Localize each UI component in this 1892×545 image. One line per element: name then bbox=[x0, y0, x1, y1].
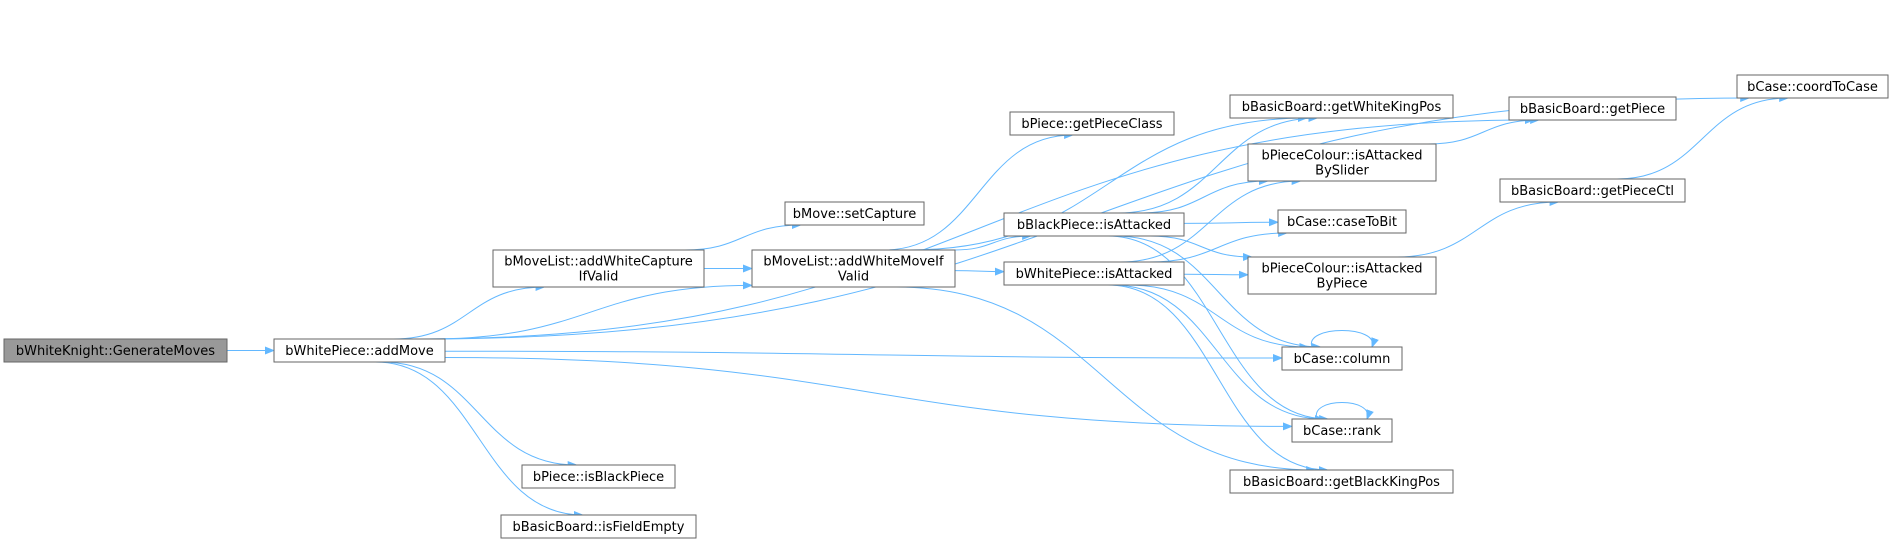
edge-black_is_attacked-to-attacked_by_piece bbox=[1149, 235, 1254, 261]
node-label: bCase::column bbox=[1294, 352, 1391, 367]
node-box bbox=[3, 338, 228, 363]
node-label: bWhitePiece::isAttacked bbox=[1016, 267, 1173, 282]
node-box bbox=[273, 338, 446, 363]
edge-rank-to-rank bbox=[1316, 402, 1374, 420]
edge-black_is_attacked-to-case_to_bit bbox=[1183, 218, 1279, 227]
node-label: bPiece::getPieceClass bbox=[1021, 117, 1162, 132]
node-label: bMoveList::addWhiteCapture bbox=[504, 255, 693, 270]
node-get-piece-class[interactable]: bPiece::getPieceClass bbox=[1009, 111, 1175, 136]
node-box bbox=[1003, 261, 1185, 286]
node-get-piece-ctl[interactable]: bBasicBoard::getPieceCtl bbox=[1499, 178, 1686, 203]
edge-black_is_attacked-to-column bbox=[1115, 235, 1322, 351]
node-label: bBasicBoard::getPiece bbox=[1520, 102, 1665, 117]
edge-add_white_move-to-get_white_king_pos bbox=[909, 114, 1308, 251]
edge-add_white_move-to-get_piece_class bbox=[883, 131, 1075, 251]
node-box bbox=[1277, 209, 1407, 234]
edge-add_move-to-rank bbox=[444, 356, 1293, 431]
node-label: bCase::coordToCase bbox=[1747, 80, 1878, 95]
edge-add_move-to-is_field_empty bbox=[375, 361, 584, 519]
node-box bbox=[1281, 346, 1403, 371]
node-label: bPieceColour::isAttacked bbox=[1262, 149, 1423, 164]
node-set-capture[interactable]: bMove::setCapture bbox=[784, 201, 925, 226]
node-box bbox=[1229, 469, 1454, 494]
edge-add_move-to-add_white_capture bbox=[393, 283, 546, 340]
edge-add_move-to-get_piece bbox=[418, 116, 1535, 340]
node-box bbox=[1009, 111, 1175, 136]
node-black-is-attacked[interactable]: bBlackPiece::isAttacked bbox=[1003, 212, 1185, 237]
edge-attacked_by_slider-to-get_piece bbox=[1427, 116, 1541, 145]
node-box bbox=[1508, 96, 1677, 121]
edge-add_move-to-add_white_move bbox=[428, 281, 753, 340]
node-white-is-attacked[interactable]: bWhitePiece::isAttacked bbox=[1003, 261, 1185, 286]
node-get-white-king-pos[interactable]: bBasicBoard::getWhiteKingPos bbox=[1229, 94, 1454, 119]
node-generate-moves[interactable]: bWhiteKnight::GenerateMoves bbox=[3, 338, 228, 363]
edge-add_white_move-to-get_black_king_pos bbox=[895, 286, 1317, 474]
node-label: bBasicBoard::getBlackKingPos bbox=[1243, 475, 1440, 490]
node-label: Valid bbox=[838, 270, 869, 285]
node-label: BySlider bbox=[1315, 164, 1369, 179]
node-box bbox=[1003, 212, 1185, 237]
edge-black_is_attacked-to-rank bbox=[1107, 235, 1330, 423]
node-box bbox=[1247, 256, 1437, 295]
edge-add_move-to-is_black_piece bbox=[381, 361, 578, 469]
edge-add_move-to-column bbox=[444, 350, 1283, 363]
edges-layer bbox=[227, 94, 1790, 519]
edge-white_is_attacked-to-get_black_king_pos bbox=[1107, 284, 1329, 474]
edge-white_is_attacked-to-rank bbox=[1112, 284, 1325, 423]
node-is-field-empty[interactable]: bBasicBoard::isFieldEmpty bbox=[500, 514, 697, 539]
edge-black_is_attacked-to-attacked_by_slider bbox=[1139, 177, 1269, 214]
node-label: bBasicBoard::getWhiteKingPos bbox=[1242, 100, 1442, 115]
edge-add_white_move-to-black_is_attacked bbox=[954, 232, 1033, 251]
edge-white_is_attacked-to-case_to_bit bbox=[1148, 229, 1289, 263]
node-box bbox=[492, 249, 705, 288]
node-case-to-bit[interactable]: bCase::caseToBit bbox=[1277, 209, 1407, 234]
node-box bbox=[1247, 143, 1437, 182]
node-label: bCase::caseToBit bbox=[1287, 215, 1397, 230]
node-rank[interactable]: bCase::rank bbox=[1291, 418, 1393, 443]
node-label: ByPiece bbox=[1317, 277, 1368, 292]
node-label: bMove::setCapture bbox=[793, 207, 916, 222]
edge-column-to-column bbox=[1311, 330, 1379, 348]
node-box bbox=[1499, 178, 1686, 203]
edge-black_is_attacked-to-get_white_king_pos bbox=[1118, 114, 1319, 214]
node-label: bMoveList::addWhiteMoveIf bbox=[763, 255, 944, 270]
node-box bbox=[1736, 74, 1889, 99]
node-label: bWhitePiece::addMove bbox=[285, 344, 433, 359]
edge-attacked_by_piece-to-get_piece_ctl bbox=[1396, 198, 1560, 258]
node-box bbox=[500, 514, 697, 539]
edge-add_white_move-to-white_is_attacked bbox=[954, 267, 1005, 276]
node-label: IfValid bbox=[579, 270, 619, 285]
nodes-layer: bWhiteKnight::GenerateMoves bWhitePiece::… bbox=[3, 74, 1889, 539]
node-is-black-piece[interactable]: bPiece::isBlackPiece bbox=[521, 464, 676, 489]
node-box bbox=[784, 201, 925, 226]
edge-add_white_capture-to-set_capture bbox=[684, 221, 802, 251]
node-label: bWhiteKnight::GenerateMoves bbox=[16, 344, 215, 359]
node-box bbox=[751, 249, 956, 288]
edge-white_is_attacked-to-column bbox=[1127, 284, 1310, 351]
node-box bbox=[1291, 418, 1393, 443]
node-label: bBasicBoard::isFieldEmpty bbox=[513, 520, 685, 535]
node-label: bCase::rank bbox=[1303, 424, 1381, 439]
edge-get_piece_ctl-to-coord_to_case bbox=[1616, 94, 1790, 180]
edge-white_is_attacked-to-attacked_by_slider bbox=[1119, 177, 1302, 263]
node-label: bBasicBoard::getPieceCtl bbox=[1511, 184, 1674, 199]
node-coord-to-case[interactable]: bCase::coordToCase bbox=[1736, 74, 1889, 99]
node-label: bPieceColour::isAttacked bbox=[1262, 262, 1423, 277]
node-get-black-king-pos[interactable]: bBasicBoard::getBlackKingPos bbox=[1229, 469, 1454, 494]
node-label: bPiece::isBlackPiece bbox=[533, 470, 664, 485]
node-add-move[interactable]: bWhitePiece::addMove bbox=[273, 338, 446, 363]
node-column[interactable]: bCase::column bbox=[1281, 346, 1403, 371]
node-get-piece[interactable]: bBasicBoard::getPiece bbox=[1508, 96, 1677, 121]
node-label: bBlackPiece::isAttacked bbox=[1017, 218, 1171, 233]
node-box bbox=[521, 464, 676, 489]
node-box bbox=[1229, 94, 1454, 119]
edge-white_is_attacked-to-attacked_by_piece bbox=[1183, 270, 1249, 279]
